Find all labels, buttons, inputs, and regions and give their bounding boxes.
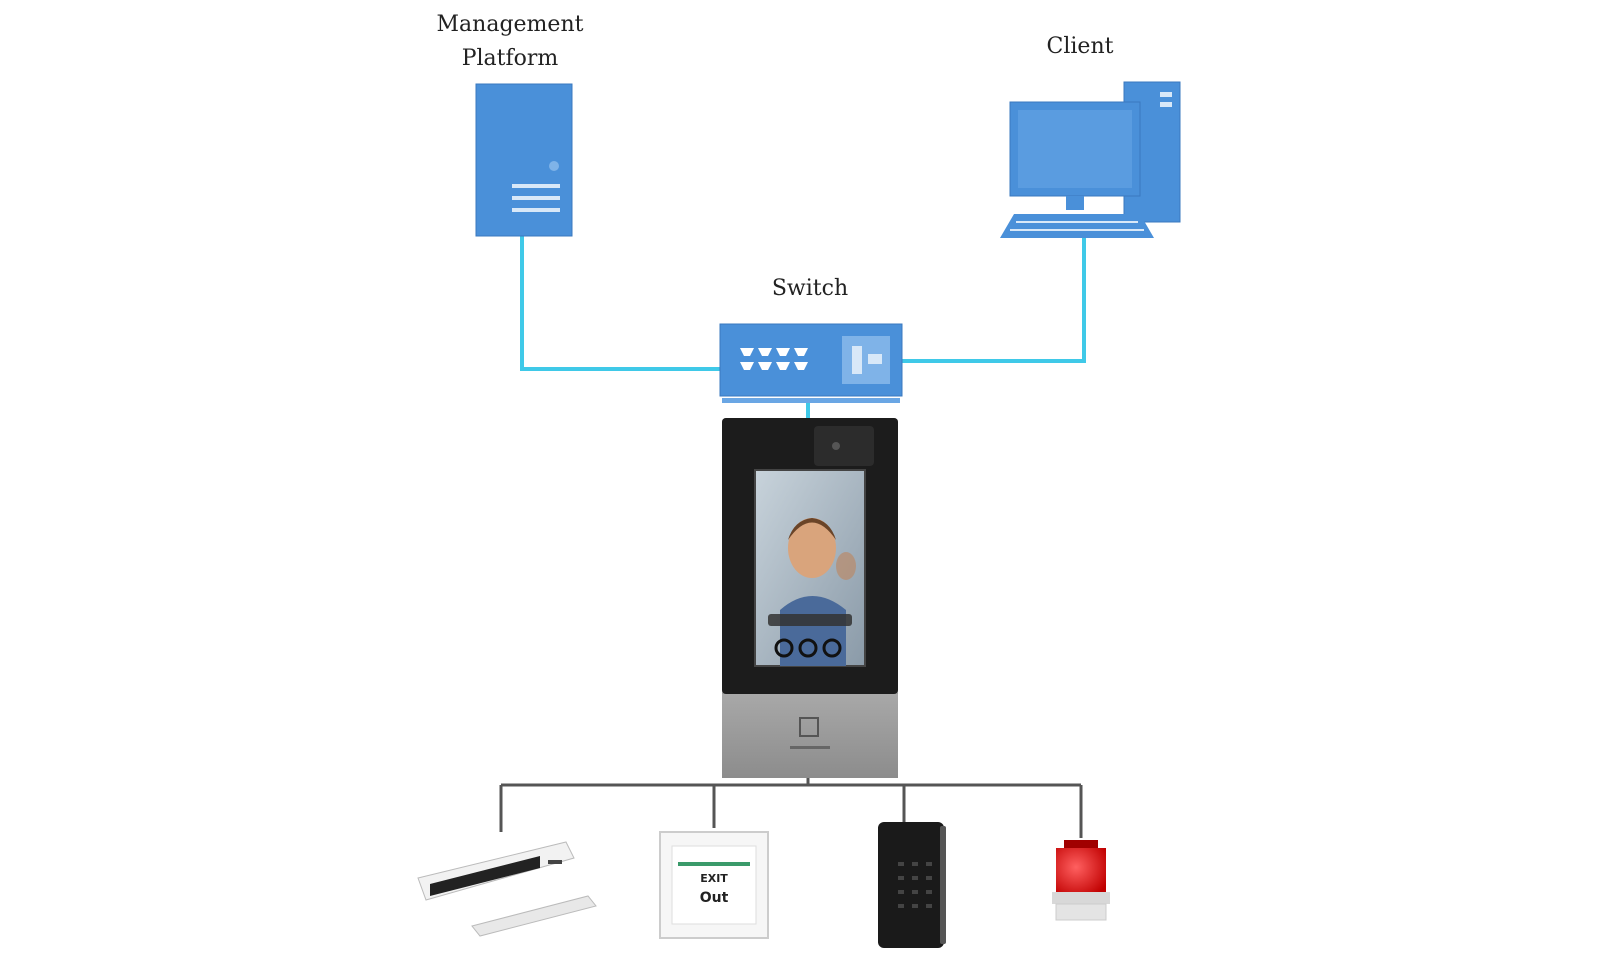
server-icon (475, 83, 573, 237)
switch-label: Switch (771, 276, 849, 301)
exit-button-icon: EXIT Out (659, 831, 769, 939)
peripheral-bus (499, 778, 1083, 838)
management-platform-label-line1: Management (436, 12, 584, 37)
exit-button-text-line2: Out (700, 890, 729, 906)
management-platform-label: Management Platform (400, 8, 620, 76)
link-management-to-switch (520, 233, 720, 371)
magnetic-lock-icon (417, 841, 597, 937)
exit-button-text-line1: EXIT (700, 872, 728, 885)
card-reader-icon (878, 822, 946, 948)
alarm-light-icon (1052, 840, 1110, 921)
network-switch-icon (719, 323, 903, 403)
desktop-computer-icon (1000, 81, 1181, 238)
management-platform-label-line2: Platform (461, 46, 559, 71)
client-label: Client (1046, 34, 1114, 59)
face-recognition-terminal-icon (722, 418, 898, 778)
link-client-to-switch (902, 238, 1086, 363)
